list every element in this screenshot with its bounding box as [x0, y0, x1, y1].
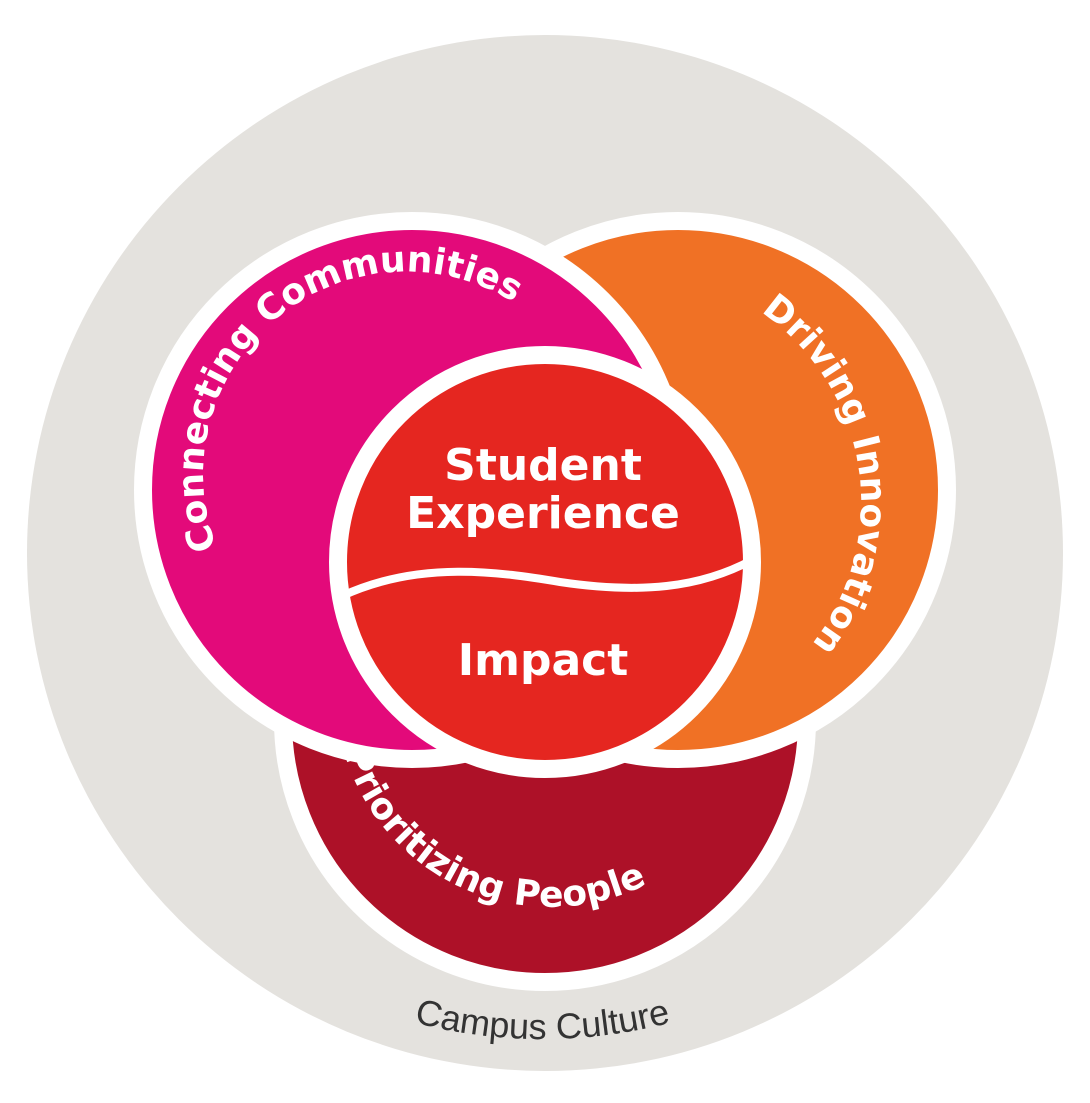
student-label: Student — [444, 440, 642, 491]
student-experience-impact-circle — [329, 346, 761, 778]
center-divider-line — [338, 556, 756, 600]
impact-label: Impact — [458, 635, 629, 686]
experience-label: Experience — [406, 488, 680, 539]
